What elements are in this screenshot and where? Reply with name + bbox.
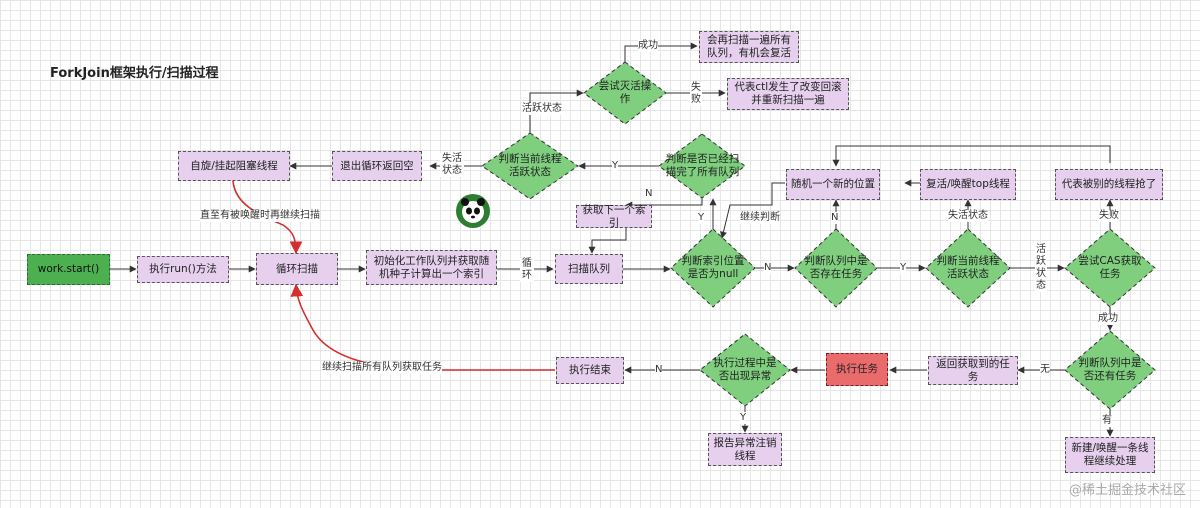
diamond-exception-text: 执行过程中是否出现异常 xyxy=(713,357,777,382)
label-y-idx: Y xyxy=(698,212,705,224)
node-init-queue: 初始化工作队列并获取随机种子计算出一个索引 xyxy=(366,250,497,285)
diamond-active xyxy=(925,228,1011,308)
node-wake-top: 复活/唤醒top线程 xyxy=(920,169,1016,200)
node-next-index: 获取下一个索引 xyxy=(576,204,652,229)
label-success-top: 成功 xyxy=(638,40,658,52)
label-y-hastask: Y xyxy=(900,262,907,274)
diamond-idxnull xyxy=(670,228,756,308)
diamond-curactive-text: 判断当前线程活跃状态 xyxy=(498,153,562,178)
label-active-state-right: 活跃状态 xyxy=(1035,244,1047,292)
label-fail-top: 失败 xyxy=(690,82,702,106)
node-return-task: 返回获取到的任务 xyxy=(928,356,1018,385)
connectors xyxy=(110,42,1114,437)
node-random-pos: 随机一个新的位置 xyxy=(786,169,880,200)
label-wake-hint: 直至有被唤醒时再继续扫描 xyxy=(200,210,320,222)
watermark: @稀土掘金技术社区 xyxy=(1068,483,1186,498)
diamond-tryactivate xyxy=(583,61,667,125)
diamond-cas-text: 尝试CAS获取任务 xyxy=(1078,255,1142,280)
diamond-tryactivate-text: 尝试灭活操作 xyxy=(598,80,652,105)
label-n-hastask: N xyxy=(831,212,839,224)
node-work-start: work.start() xyxy=(27,254,110,285)
label-loop-hint: 继续扫描所有队列获取任务 xyxy=(322,362,442,374)
panda-icon xyxy=(456,194,490,228)
node-exec-end: 执行结束 xyxy=(556,357,624,384)
node-report-exception: 报告异常注销线程 xyxy=(708,433,782,466)
label-active-up: 活跃状态 xyxy=(522,103,562,115)
label-n-idx: N xyxy=(764,262,772,274)
diamond-active-text: 判断当前线程活跃状态 xyxy=(936,255,1000,280)
label-fail-cas: 失败 xyxy=(1099,210,1119,222)
diamond-hastask xyxy=(794,228,878,308)
label-n-scanall: N xyxy=(645,188,653,200)
diamond-curactive xyxy=(481,132,579,200)
label-y-exception: Y xyxy=(740,412,747,424)
node-new-thread: 新建/唤醒一条线程继续处理 xyxy=(1065,437,1155,473)
diagram-title: ForkJoin框架执行/扫描过程 xyxy=(50,66,219,81)
label-continue-judge: 继续判断 xyxy=(740,212,780,224)
diamond-moretask-text: 判断队列中是否还有任务 xyxy=(1078,357,1142,382)
label-inactive-left: 失活状态 xyxy=(440,153,464,177)
label-inactive-state: 失活状态 xyxy=(948,210,988,222)
node-rescan: 会再扫描一遍所有队列，有机会复活 xyxy=(699,31,799,63)
node-run: 执行run()方法 xyxy=(137,256,229,283)
node-stolen: 代表被别的线程抢了 xyxy=(1055,169,1163,200)
node-exit-null: 退出循环返回空 xyxy=(332,151,422,181)
diamond-hastask-text: 判断队列中是否存在任务 xyxy=(804,255,868,280)
label-has: 有 xyxy=(1102,415,1112,427)
label-xunhuan: 循环 xyxy=(520,258,534,282)
label-none: 无 xyxy=(1040,364,1050,376)
node-scan-queue: 扫描队列 xyxy=(555,254,623,284)
node-spin-block: 自旋/挂起阻塞线程 xyxy=(178,151,290,181)
label-success-cas: 成功 xyxy=(1098,313,1118,325)
diamond-scanall-text: 判断是否已经扫描完了所有队列 xyxy=(665,153,740,178)
diamond-idxnull-text: 判断索引位置是否为null xyxy=(681,255,745,280)
node-loop-scan: 循环扫描 xyxy=(256,253,338,285)
node-exec-task: 执行任务 xyxy=(826,353,888,386)
label-y-scanall: Y xyxy=(612,160,619,172)
label-n-exception: N xyxy=(655,364,663,376)
node-ctl-changed: 代表ctl发生了改变回滚并重新扫描一遍 xyxy=(727,78,849,110)
